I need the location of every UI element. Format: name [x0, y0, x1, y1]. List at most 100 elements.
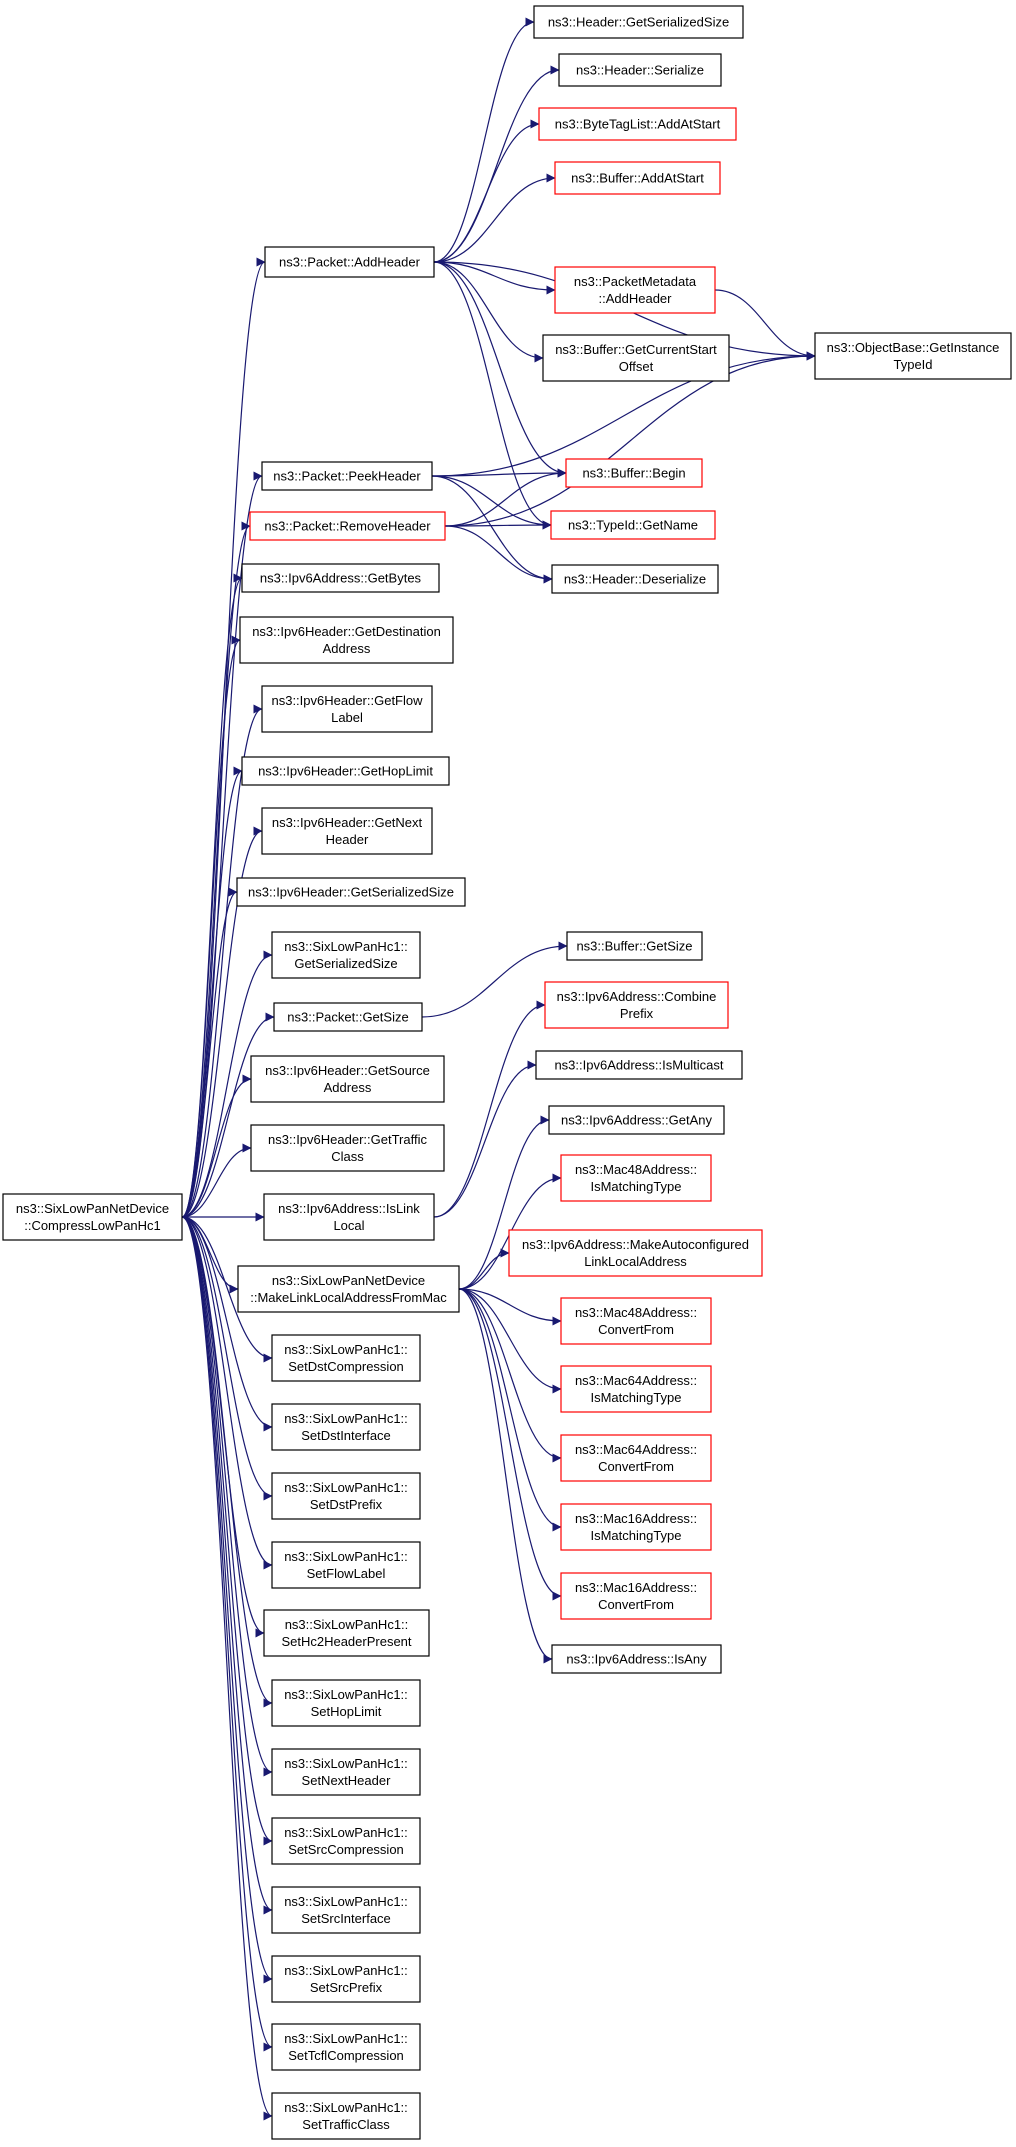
node-label-ip6h_gsa-line-0: ns3::Ipv6Header::GetSource: [265, 1063, 430, 1078]
node-box-ip6h_gfl: [261, 685, 433, 733]
node-ip6h_gss[interactable]: ns3::Ipv6Header::GetSerializedSize: [236, 877, 466, 907]
edge-root-to-hc1_sdc: [181, 1216, 273, 1363]
node-label-hdr_gss-line-0: ns3::Header::GetSerializedSize: [548, 15, 729, 30]
node-label-hc1_sdc-line-0: ns3::SixLowPanHc1::: [284, 1342, 408, 1357]
node-box-hc1_sdp: [271, 1472, 421, 1520]
node-label-hc1_ssc-line-0: ns3::SixLowPanHc1::: [284, 1825, 408, 1840]
node-hdr_ser[interactable]: ns3::Header::Serialize: [558, 53, 722, 87]
node-label-mkll-line-0: ns3::SixLowPanNetDevice: [272, 1273, 425, 1288]
node-hc1_sdi[interactable]: ns3::SixLowPanHc1::SetDstInterface: [271, 1403, 421, 1451]
node-label-hc1_sdi-line-1: SetDstInterface: [301, 1428, 391, 1443]
node-hc1_ssp[interactable]: ns3::SixLowPanHc1::SetSrcPrefix: [271, 1955, 421, 2003]
node-label-hc1_shl-line-1: SetHopLimit: [311, 1704, 382, 1719]
node-label-m64_imt-line-1: IsMatchingType: [590, 1390, 681, 1405]
node-box-hc1_stc: [271, 2023, 421, 2071]
node-ip6_ismc[interactable]: ns3::Ipv6Address::IsMulticast: [535, 1050, 743, 1080]
node-box-ip6h_gss: [236, 877, 466, 907]
node-hc1_snh[interactable]: ns3::SixLowPanHc1::SetNextHeader: [271, 1748, 421, 1796]
node-label-ob_git-line-1: TypeId: [893, 357, 932, 372]
node-box-hc1_ssp: [271, 1955, 421, 2003]
node-buf_getsize[interactable]: ns3::Buffer::GetSize: [566, 931, 703, 961]
node-buf_add[interactable]: ns3::Buffer::AddAtStart: [554, 161, 721, 195]
node-pkt_remove[interactable]: ns3::Packet::RemoveHeader: [249, 511, 446, 541]
node-tid_getname[interactable]: ns3::TypeId::GetName: [550, 510, 716, 540]
node-label-buf_add-line-0: ns3::Buffer::AddAtStart: [571, 171, 704, 186]
node-m48_imt[interactable]: ns3::Mac48Address::IsMatchingType: [560, 1154, 712, 1202]
node-ip6_isany[interactable]: ns3::Ipv6Address::IsAny: [551, 1644, 722, 1674]
node-label-hc1_stc-line-0: ns3::SixLowPanHc1::: [284, 2031, 408, 2046]
edge-mkll-to-m64_cf: [458, 1288, 562, 1463]
node-label-ip6h_gda-line-0: ns3::Ipv6Header::GetDestination: [252, 624, 441, 639]
node-label-ip6h_gfl-line-0: ns3::Ipv6Header::GetFlow: [271, 693, 423, 708]
node-hc1_stcl[interactable]: ns3::SixLowPanHc1::SetTrafficClass: [271, 2092, 421, 2140]
node-hc1_sdc[interactable]: ns3::SixLowPanHc1::SetDstCompression: [271, 1334, 421, 1382]
node-hc1_sfl[interactable]: ns3::SixLowPanHc1::SetFlowLabel: [271, 1541, 421, 1589]
node-m16_imt[interactable]: ns3::Mac16Address::IsMatchingType: [560, 1503, 712, 1551]
node-m64_cf[interactable]: ns3::Mac64Address::ConvertFrom: [560, 1434, 712, 1482]
node-label-hc1_sdc-line-1: SetDstCompression: [288, 1359, 404, 1374]
node-hc1_shhp[interactable]: ns3::SixLowPanHc1::SetHc2HeaderPresent: [263, 1609, 430, 1657]
node-mkll[interactable]: ns3::SixLowPanNetDevice::MakeLinkLocalAd…: [237, 1265, 460, 1313]
node-label-ip6h_gss-line-0: ns3::Ipv6Header::GetSerializedSize: [248, 885, 454, 900]
node-ip6h_ghl[interactable]: ns3::Ipv6Header::GetHopLimit: [241, 756, 450, 786]
node-m48_cf[interactable]: ns3::Mac48Address::ConvertFrom: [560, 1297, 712, 1345]
node-ip6_mkauto[interactable]: ns3::Ipv6Address::MakeAutoconfiguredLink…: [508, 1229, 763, 1277]
node-btl_add[interactable]: ns3::ByteTagList::AddAtStart: [538, 107, 737, 141]
node-label-ip6_isany-line-0: ns3::Ipv6Address::IsAny: [566, 1652, 707, 1667]
node-label-root-line-1: ::CompressLowPanHc1: [24, 1218, 161, 1233]
node-label-hc1_ssc-line-1: SetSrcCompression: [288, 1842, 404, 1857]
edge-pkt_peek-to-ob_git: [431, 351, 816, 477]
node-hdr_deser[interactable]: ns3::Header::Deserialize: [551, 564, 719, 594]
edge-pkt_addhdr-to-buf_gcso: [433, 261, 544, 363]
edge-root-to-hc1_stc: [181, 1216, 273, 2052]
edge-mkll-to-m16_cf: [458, 1288, 562, 1601]
node-m64_imt[interactable]: ns3::Mac64Address::IsMatchingType: [560, 1365, 712, 1413]
node-pm_addhdr[interactable]: ns3::PacketMetadata::AddHeader: [554, 266, 716, 314]
node-box-ip6_getbytes: [241, 563, 440, 593]
node-buf_begin[interactable]: ns3::Buffer::Begin: [565, 458, 703, 488]
node-label-ip6_getbytes-line-0: ns3::Ipv6Address::GetBytes: [260, 571, 422, 586]
node-label-hc1_sfl-line-0: ns3::SixLowPanHc1::: [284, 1549, 408, 1564]
node-hc1_shl[interactable]: ns3::SixLowPanHc1::SetHopLimit: [271, 1679, 421, 1727]
edge-mkll-to-m48_cf: [458, 1288, 562, 1326]
node-pkt_peek[interactable]: ns3::Packet::PeekHeader: [261, 461, 433, 491]
node-box-m48_cf: [560, 1297, 712, 1345]
node-box-hc1_gss: [271, 931, 421, 979]
node-label-hdr_ser-line-0: ns3::Header::Serialize: [576, 63, 704, 78]
node-label-ip6h_ghl-line-0: ns3::Ipv6Header::GetHopLimit: [258, 764, 433, 779]
node-label-btl_add-line-0: ns3::ByteTagList::AddAtStart: [555, 117, 721, 132]
node-hc1_gss[interactable]: ns3::SixLowPanHc1::GetSerializedSize: [271, 931, 421, 979]
node-hdr_gss[interactable]: ns3::Header::GetSerializedSize: [533, 5, 744, 39]
node-label-hc1_sdp-line-0: ns3::SixLowPanHc1::: [284, 1480, 408, 1495]
node-root[interactable]: ns3::SixLowPanNetDevice::CompressLowPanH…: [2, 1193, 183, 1241]
node-ip6_getbytes[interactable]: ns3::Ipv6Address::GetBytes: [241, 563, 440, 593]
node-pkt_addhdr[interactable]: ns3::Packet::AddHeader: [264, 246, 435, 278]
node-hc1_sdp[interactable]: ns3::SixLowPanHc1::SetDstPrefix: [271, 1472, 421, 1520]
node-ip6_getany[interactable]: ns3::Ipv6Address::GetAny: [548, 1105, 725, 1135]
node-box-hc1_shl: [271, 1679, 421, 1727]
node-pkt_getsize[interactable]: ns3::Packet::GetSize: [273, 1002, 423, 1032]
node-m16_cf[interactable]: ns3::Mac16Address::ConvertFrom: [560, 1572, 712, 1620]
edge-mkll-to-m16_imt: [458, 1288, 562, 1532]
edge-root-to-hc1_sdp: [181, 1216, 273, 1501]
node-hc1_stc[interactable]: ns3::SixLowPanHc1::SetTcflCompression: [271, 2023, 421, 2071]
node-label-ip6_islink-line-0: ns3::Ipv6Address::IsLink: [278, 1201, 420, 1216]
node-hc1_ssc[interactable]: ns3::SixLowPanHc1::SetSrcCompression: [271, 1817, 421, 1865]
node-label-ip6_mkauto-line-0: ns3::Ipv6Address::MakeAutoconfigured: [522, 1237, 749, 1252]
nodes-layer: ns3::SixLowPanNetDevice::CompressLowPanH…: [2, 5, 1012, 2140]
node-hc1_ssi[interactable]: ns3::SixLowPanHc1::SetSrcInterface: [271, 1886, 421, 1934]
node-label-hc1_ssi-line-0: ns3::SixLowPanHc1::: [284, 1894, 408, 1909]
edge-root-to-ip6h_gnh: [181, 826, 263, 1218]
node-label-hc1_sdi-line-0: ns3::SixLowPanHc1::: [284, 1411, 408, 1426]
node-box-hc1_sdi: [271, 1403, 421, 1451]
edge-pkt_peek-to-buf_begin: [431, 468, 567, 478]
